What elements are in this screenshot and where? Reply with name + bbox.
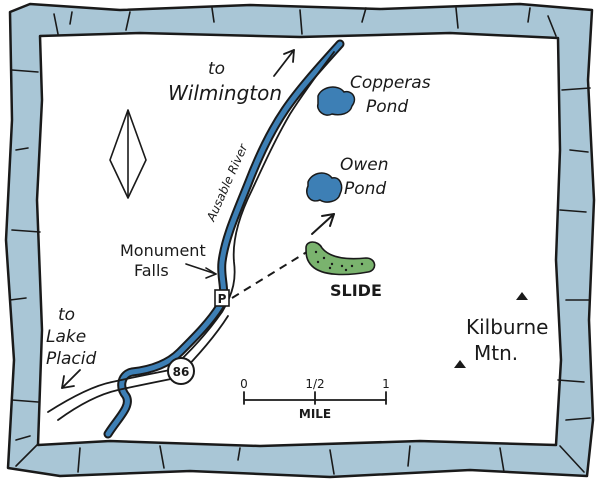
route-86-east [169,51,335,371]
lake-placid-arrow [61,369,81,389]
route-86-shield: 86 [167,357,195,385]
label-falls: Falls [134,261,169,280]
label-monument: Monument [120,241,206,260]
label-lake: Lake [46,327,86,347]
label-placid: Placid [46,349,96,369]
scale-bar [243,391,387,405]
scale-tick-1: 1 [382,377,390,391]
label-lake-to: to [58,305,75,325]
north-arrow-icon [109,109,147,199]
frame-inner [35,31,563,448]
monument-falls-pointer [185,263,217,279]
trail-dashed [231,249,311,299]
copperas-pond [316,86,356,116]
wilmington-arrow [273,49,295,77]
peak-icon-north [516,292,528,300]
label-copperas-pond: Pond [366,97,408,117]
scale-tick-0: 0 [240,377,248,391]
label-owen: Owen [340,155,389,175]
label-wilmington-to: to [208,59,225,79]
route-86-west [47,369,171,413]
label-mtn: Mtn. [474,341,518,365]
peak-icon-south [454,360,466,368]
scale-tick-half: 1/2 [305,377,324,391]
label-kilburne: Kilburne [466,315,548,339]
roads [47,51,335,421]
route-86-parallel [57,315,229,421]
parking-marker: P [214,289,230,307]
trail-arrow [311,213,335,235]
label-slide: SLIDE [330,281,382,300]
slide-area [305,241,376,276]
label-owen-pond: Pond [344,179,386,199]
owen-pond [306,172,343,203]
scale-unit: MILE [299,407,331,421]
parking-label: P [218,292,227,306]
route-86-number: 86 [173,365,190,379]
label-wilmington: Wilmington [168,81,282,105]
label-copperas: Copperas [350,73,431,93]
map-frame [4,2,596,479]
